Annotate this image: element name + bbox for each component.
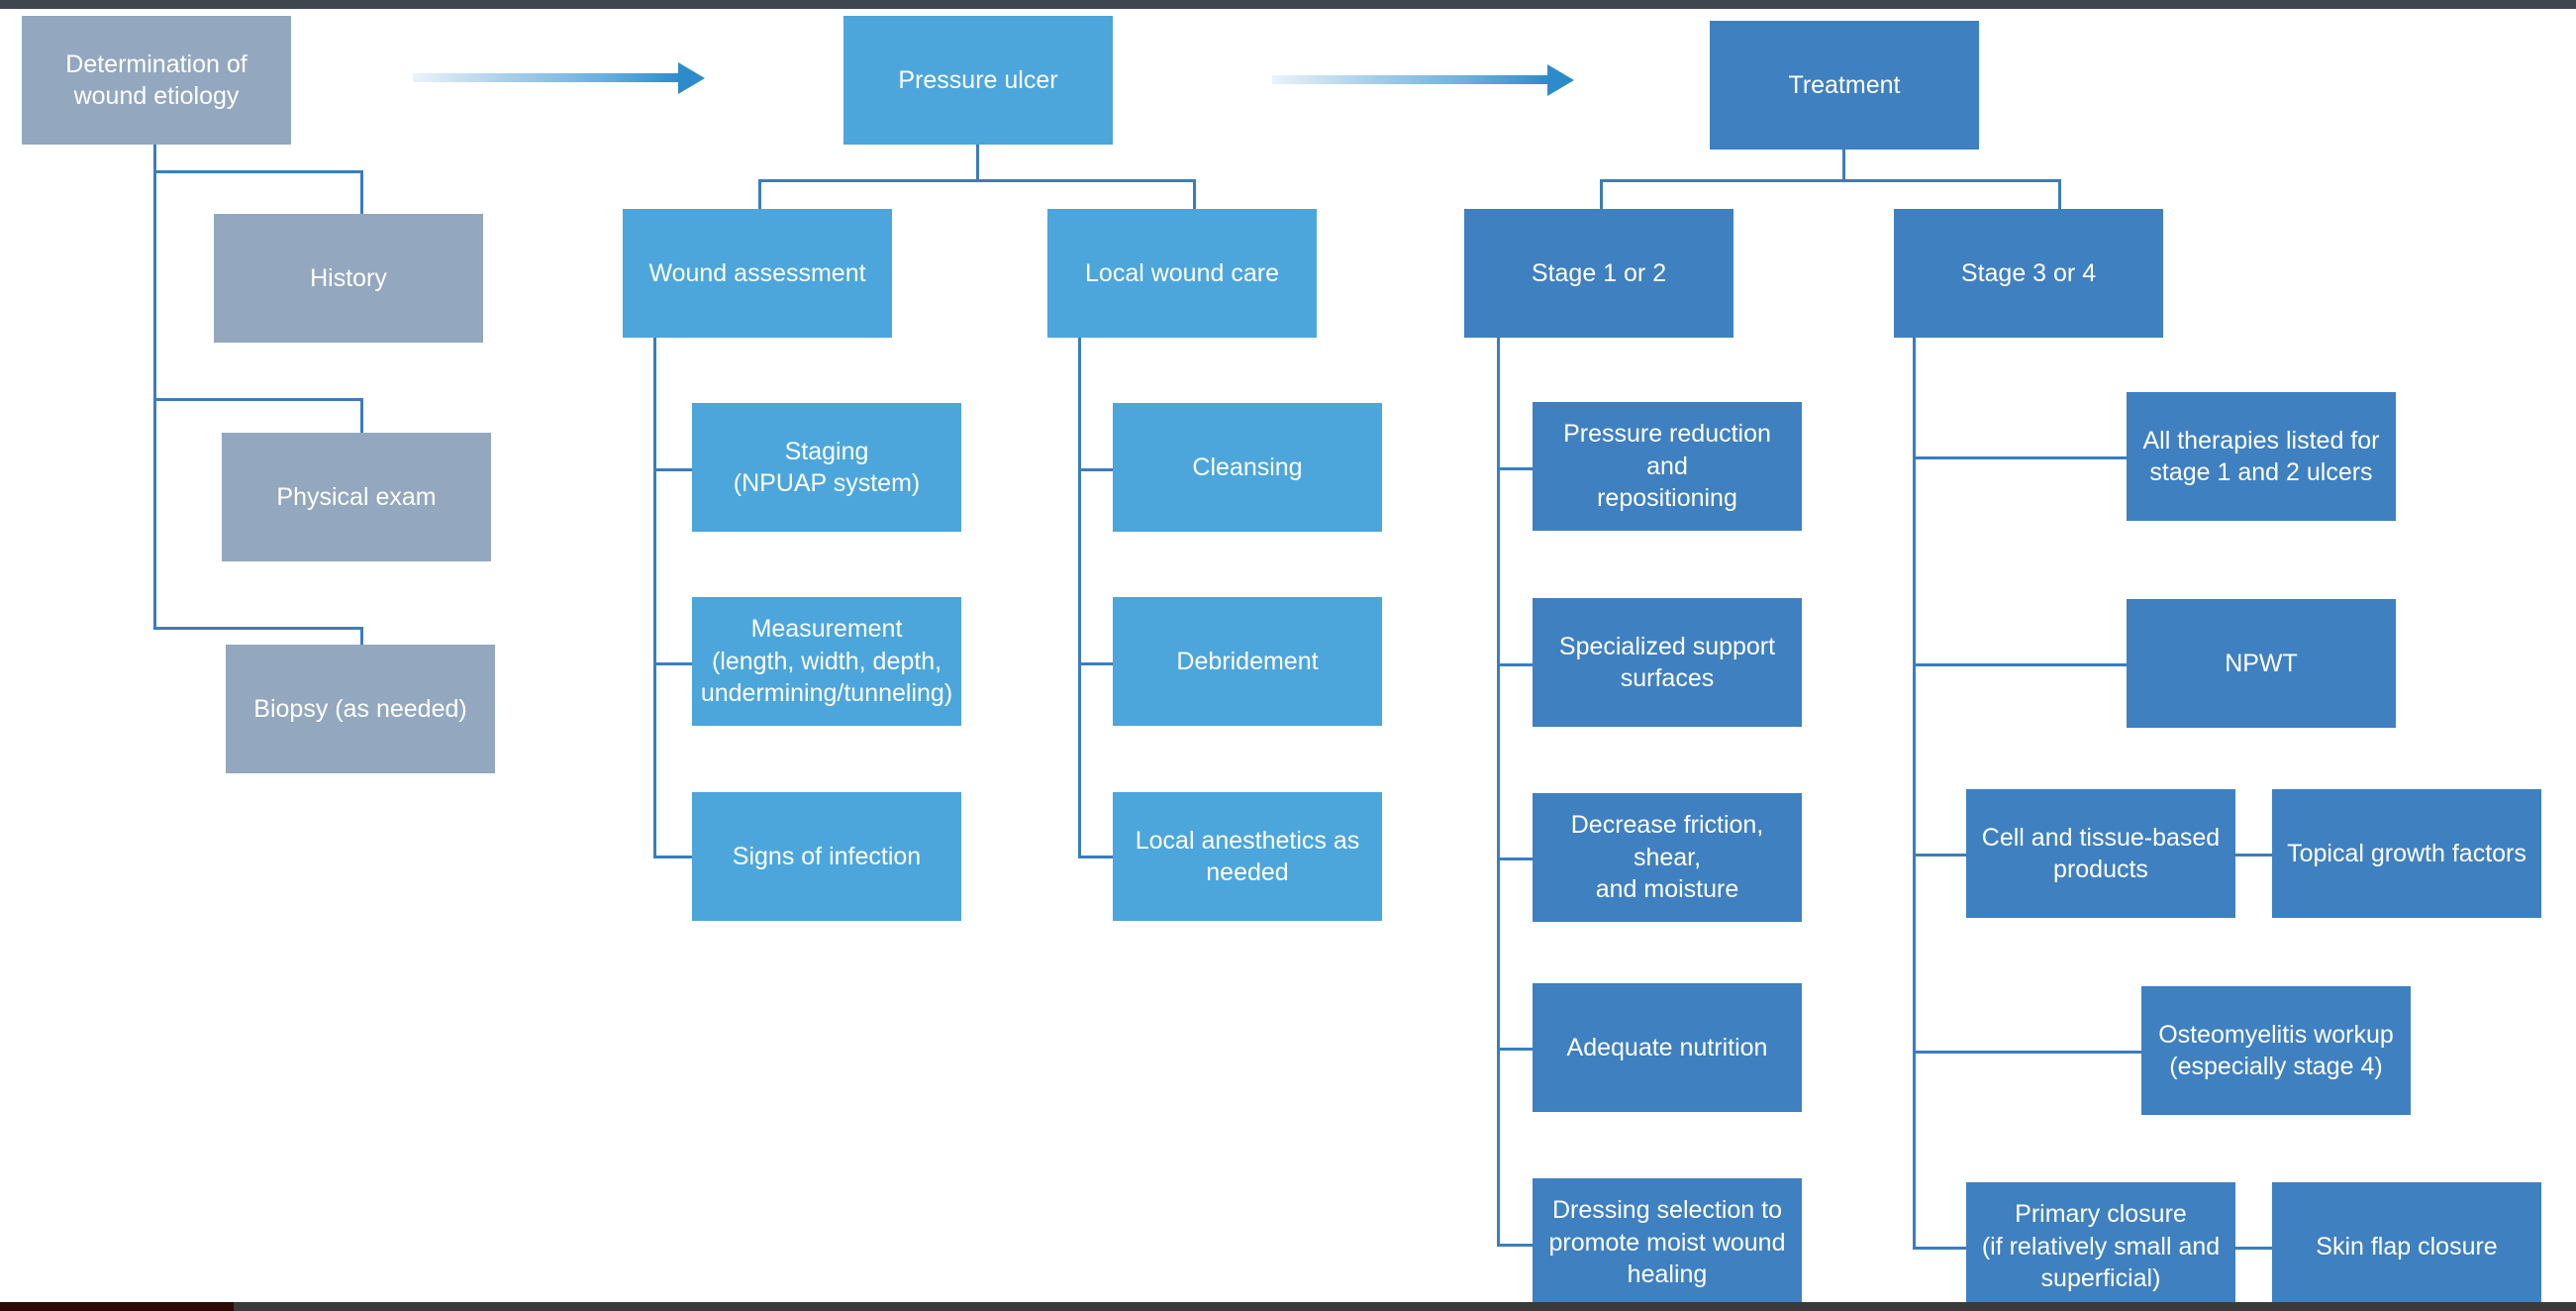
connector-stage34-osteomyelitis [1913, 1051, 2142, 1054]
node-osteomyelitis-workup[interactable]: Osteomyelitis workup (especially stage 4… [2141, 986, 2411, 1115]
node-history[interactable]: History [214, 214, 483, 343]
bottom-border-bar-accent [0, 1302, 234, 1311]
node-signs-of-infection[interactable]: Signs of infection [692, 792, 961, 921]
connector-treatment-bus [1600, 179, 2061, 182]
node-cell-tissue-products[interactable]: Cell and tissue-based products [1966, 789, 2235, 918]
connector-stage34-npwt [1913, 663, 2128, 666]
node-cleansing[interactable]: Cleansing [1113, 403, 1382, 532]
node-physical-exam[interactable]: Physical exam [222, 433, 491, 561]
connector-stage12-nutrition [1497, 1048, 1535, 1051]
arrow-head-2-icon [1547, 64, 1574, 96]
connector-localcare-trunk [1078, 338, 1081, 857]
connector-assessment-staging [653, 468, 693, 471]
node-pressure-reduction[interactable]: Pressure reduction and repositioning [1533, 402, 1802, 531]
connector-etiology-history-v [360, 170, 363, 216]
node-debridement[interactable]: Debridement [1113, 597, 1382, 726]
node-skin-flap-closure[interactable]: Skin flap closure [2272, 1182, 2541, 1311]
node-all-therapies[interactable]: All therapies listed for stage 1 and 2 u… [2127, 392, 2396, 521]
connector-treatment-to-stage12 [1600, 179, 1603, 211]
connector-etiology-physical-h [153, 398, 363, 401]
node-dressing-selection[interactable]: Dressing selection to promote moist woun… [1533, 1178, 1802, 1307]
node-measurement[interactable]: Measurement (length, width, depth, under… [692, 597, 961, 726]
arrow-pressure-ulcer-to-treatment [1272, 75, 1549, 84]
node-stage-3-or-4[interactable]: Stage 3 or 4 [1894, 209, 2163, 338]
connector-etiology-trunk [153, 145, 156, 630]
node-support-surfaces[interactable]: Specialized support surfaces [1533, 598, 1802, 727]
connector-cell-tissue-to-growth-factors [2233, 854, 2273, 857]
node-topical-growth-factors[interactable]: Topical growth factors [2272, 789, 2541, 918]
node-decrease-friction[interactable]: Decrease friction, shear, and moisture [1533, 793, 1802, 922]
node-adequate-nutrition[interactable]: Adequate nutrition [1533, 983, 1802, 1112]
connector-assessment-trunk [653, 338, 656, 857]
node-local-wound-care[interactable]: Local wound care [1047, 209, 1317, 338]
node-treatment[interactable]: Treatment [1710, 21, 1979, 150]
connector-stage34-cell-tissue [1913, 854, 1969, 857]
connector-assessment-measurement [653, 662, 693, 665]
connector-stage34-all-therapies [1913, 456, 2128, 459]
connector-localcare-anesthetics [1078, 856, 1118, 858]
connector-stage12-decrease-friction [1497, 857, 1535, 860]
bottom-border-bar [0, 1302, 2576, 1311]
connector-primary-to-skin-flap [2233, 1247, 2273, 1250]
arrow-etiology-to-pressure-ulcer [413, 73, 680, 82]
top-border-bar [0, 0, 2576, 9]
connector-pu-stem [976, 145, 979, 181]
node-pressure-ulcer[interactable]: Pressure ulcer [843, 16, 1113, 145]
node-npwt[interactable]: NPWT [2127, 599, 2396, 728]
connector-stage12-pressure-reduction [1497, 467, 1535, 470]
node-etiology[interactable]: Determination of wound etiology [22, 16, 291, 145]
node-primary-closure[interactable]: Primary closure (if relatively small and… [1966, 1182, 2235, 1311]
connector-localcare-cleansing [1078, 468, 1118, 471]
connector-stage34-trunk [1913, 338, 1916, 1250]
connector-stage12-support-surfaces [1497, 663, 1535, 666]
connector-pu-to-assessment [758, 179, 761, 211]
arrow-head-1-icon [678, 62, 705, 94]
connector-pu-bus [758, 179, 1196, 182]
connector-treatment-to-stage34 [2058, 179, 2061, 211]
node-staging[interactable]: Staging (NPUAP system) [692, 403, 961, 532]
node-wound-assessment[interactable]: Wound assessment [623, 209, 892, 338]
node-local-anesthetics[interactable]: Local anesthetics as needed [1113, 792, 1382, 921]
node-stage-1-or-2[interactable]: Stage 1 or 2 [1464, 209, 1734, 338]
connector-etiology-physical-v [360, 398, 363, 444]
connector-stage34-primary-closure [1913, 1247, 1969, 1250]
connector-stage12-trunk [1497, 338, 1500, 1246]
connector-pu-to-localcare [1193, 179, 1196, 211]
connector-assessment-infection [653, 856, 693, 858]
connector-etiology-biopsy-h [153, 627, 363, 630]
connector-stage12-dressing [1497, 1244, 1535, 1247]
connector-treatment-stem [1842, 150, 1845, 181]
connector-localcare-debridement [1078, 662, 1118, 665]
node-biopsy[interactable]: Biopsy (as needed) [226, 645, 495, 773]
connector-etiology-history-h [153, 170, 363, 173]
